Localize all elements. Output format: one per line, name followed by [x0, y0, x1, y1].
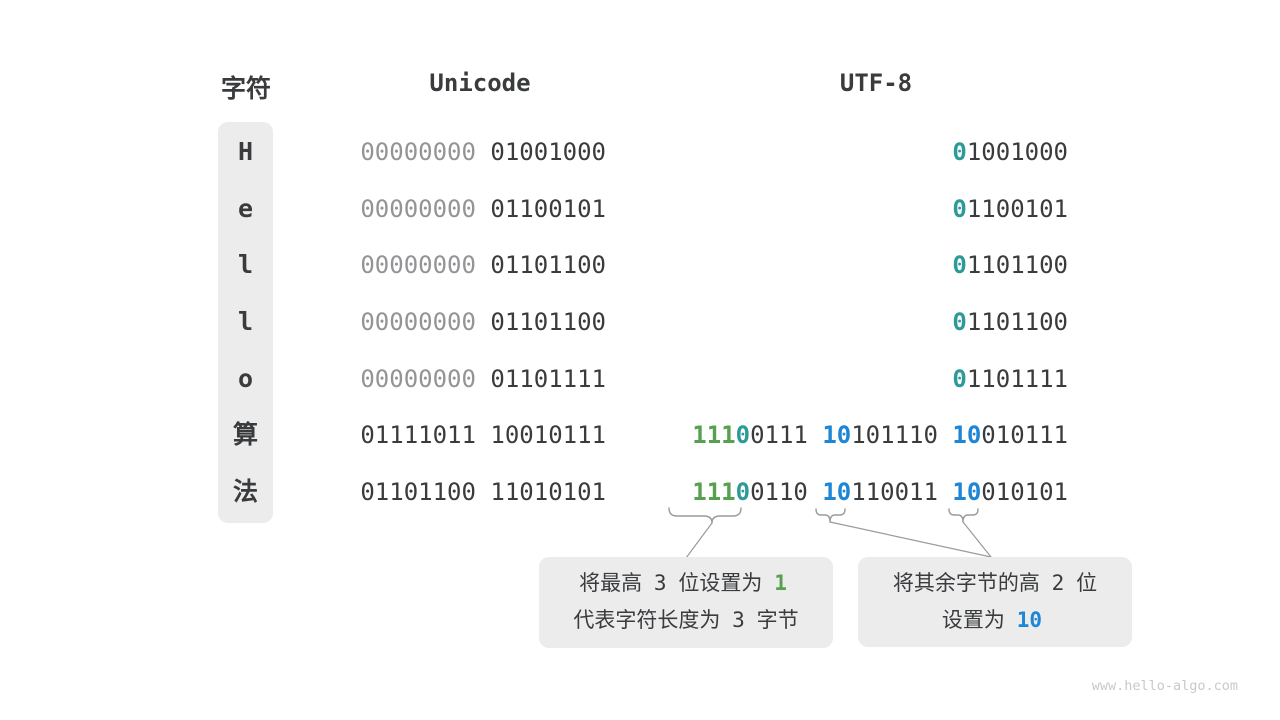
character-cell: l [237, 307, 254, 336]
text-segment: 1101100 [966, 308, 1068, 336]
text-segment: 位设置为 [672, 572, 769, 595]
text-segment: 01101111 [475, 365, 606, 393]
text-segment: 01100101 [475, 195, 606, 223]
text-segment: 110011 [851, 478, 953, 506]
character-cell: 法 [232, 477, 258, 506]
utf8-binary: 01101100 [952, 251, 1068, 279]
utf8-binary: 01101111 [952, 365, 1068, 393]
unicode-binary: 01111011 10010111 [360, 421, 606, 449]
text-segment: 111 [692, 478, 736, 506]
text-segment: 01001000 [475, 138, 606, 166]
character-cell: 算 [232, 420, 258, 449]
watermark: www.hello-algo.com [1091, 678, 1238, 694]
text-segment: 将其余字节的高 [892, 572, 1046, 595]
text-segment: 0 [952, 308, 967, 336]
text-segment: 01101100 11010101 [360, 478, 606, 506]
utf8-binary: 11100111 10101110 10010111 [692, 421, 1068, 449]
annotation-line: 设置为 10 [858, 602, 1132, 639]
character-cell: H [237, 137, 254, 166]
text-segment: 1100101 [966, 195, 1068, 223]
text-segment: 01111011 10010111 [360, 421, 606, 449]
text-segment: 00000000 [360, 138, 476, 166]
text-segment: 代表字符长度为 [573, 609, 727, 632]
text-segment: 3 [653, 571, 667, 595]
text-segment: 字节 [750, 609, 799, 632]
text-segment: 0 [952, 195, 967, 223]
text-segment: 0 [952, 138, 967, 166]
connector-line-byte3 [962, 521, 992, 558]
utf8-binary: 11100110 10110011 10010101 [692, 478, 1068, 506]
brace-continuation-byte3 [948, 508, 979, 523]
brace-leading-bits [668, 507, 742, 524]
text-segment: 设置为 [941, 609, 1011, 632]
text-segment: 0111 [750, 421, 823, 449]
text-segment: 1101111 [966, 365, 1068, 393]
unicode-binary: 00000000 01001000 [360, 138, 606, 166]
annotation-box-continuation-bits: 将其余字节的高 2 位设置为 10 [858, 557, 1132, 647]
text-segment: 101110 [851, 421, 953, 449]
text-segment: 1 [774, 571, 787, 595]
text-segment: 将最高 [579, 572, 648, 595]
utf8-binary: 01001000 [952, 138, 1068, 166]
connector-line-byte2 [829, 521, 992, 558]
column-header-char: 字符 [220, 75, 272, 103]
character-cell: l [237, 250, 254, 279]
text-segment: 010101 [981, 478, 1068, 506]
text-segment: 111 [692, 421, 736, 449]
character-cell: e [237, 194, 254, 223]
text-segment: 10 [822, 478, 852, 506]
character-cell: o [237, 364, 254, 393]
text-segment: 01101100 [475, 308, 606, 336]
text-segment: 00000000 [360, 195, 476, 223]
annotation-line: 将其余字节的高 2 位 [858, 565, 1132, 602]
text-segment: 10 [1016, 608, 1043, 632]
unicode-binary: 00000000 01101111 [360, 365, 606, 393]
text-segment: 10 [822, 421, 852, 449]
text-segment: 10 [952, 478, 982, 506]
annotation-line: 将最高 3 位设置为 1 [539, 565, 833, 602]
text-segment: 010111 [981, 421, 1068, 449]
character-column-background [218, 122, 273, 523]
text-segment: 位 [1070, 572, 1098, 595]
text-segment: 1001000 [966, 138, 1068, 166]
text-segment: 3 [732, 608, 745, 632]
unicode-binary: 00000000 01101100 [360, 251, 606, 279]
utf8-binary: 01101100 [952, 308, 1068, 336]
text-segment: 0 [952, 251, 967, 279]
text-segment: 0 [735, 421, 751, 449]
unicode-binary: 00000000 01100101 [360, 195, 606, 223]
text-segment: 0 [952, 365, 967, 393]
text-segment: 0 [735, 478, 751, 506]
brace-continuation-byte2 [815, 508, 846, 523]
unicode-binary: 01101100 11010101 [360, 478, 606, 506]
text-segment: 00000000 [360, 365, 476, 393]
column-header-unicode: Unicode [429, 69, 531, 97]
utf8-binary: 01100101 [952, 195, 1068, 223]
unicode-binary: 00000000 01101100 [360, 308, 606, 336]
text-segment: 10 [952, 421, 982, 449]
column-header-utf8: UTF-8 [839, 69, 913, 97]
annotation-line: 代表字符长度为 3 字节 [539, 602, 833, 639]
text-segment: 01101100 [475, 251, 606, 279]
text-segment: 0110 [750, 478, 823, 506]
text-segment: 00000000 [360, 251, 476, 279]
text-segment: 1101100 [966, 251, 1068, 279]
connector-line-leading [685, 522, 713, 559]
text-segment: 00000000 [360, 308, 476, 336]
text-segment: 2 [1051, 571, 1065, 595]
